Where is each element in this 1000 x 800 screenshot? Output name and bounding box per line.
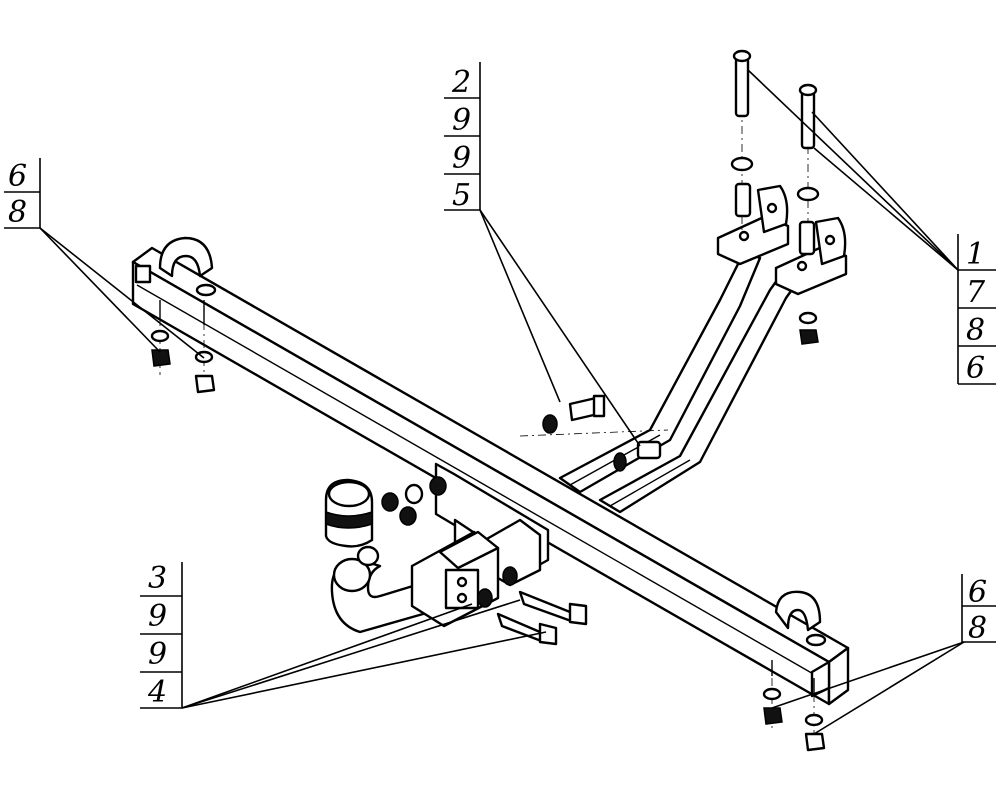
callout-right-top: 1 7 8 6: [957, 234, 996, 386]
callout-center-label-3: 9: [452, 141, 471, 176]
callout-center-label-1: 2: [451, 65, 471, 100]
callout-right-top-label-3: 8: [966, 313, 985, 348]
callout-center-top: 2 9 9 5: [444, 62, 481, 213]
tow-ball-assembly: [330, 530, 500, 634]
callout-left-top-label-2: 8: [8, 195, 27, 230]
callout-left-bottom-label-4: 4: [147, 675, 167, 710]
side-arm-front: [598, 260, 808, 514]
left-beam-bracket: [158, 236, 217, 325]
callout-right-bottom-label-2: 8: [968, 611, 987, 646]
callout-leaders: [39, 69, 965, 735]
callout-right-bottom: 6 8: [961, 574, 996, 646]
ball-cap: [324, 478, 374, 548]
main-cross-beam: [131, 246, 850, 706]
arm-bracket-left: [716, 184, 790, 266]
fasteners: [150, 49, 826, 752]
callout-center-label-4: 5: [452, 178, 471, 213]
arm-bracket-right: [774, 216, 848, 296]
callout-right-top-label-2: 7: [966, 275, 986, 310]
callout-left-bottom-label-2: 9: [148, 599, 167, 634]
right-beam-bracket: [771, 590, 827, 694]
callout-center-label-2: 9: [452, 103, 471, 138]
callout-left-bottom-label-1: 3: [148, 561, 167, 596]
callout-left-top-label-1: 6: [8, 159, 27, 194]
callout-right-bottom-label-1: 6: [968, 575, 987, 610]
callout-left-bottom: 3 9 9 4: [140, 561, 183, 710]
callout-right-top-label-4: 6: [966, 351, 985, 386]
callout-left-top: 6 8: [4, 158, 41, 230]
callout-right-top-label-1: 1: [966, 237, 985, 272]
callout-left-bottom-label-3: 9: [148, 637, 167, 672]
